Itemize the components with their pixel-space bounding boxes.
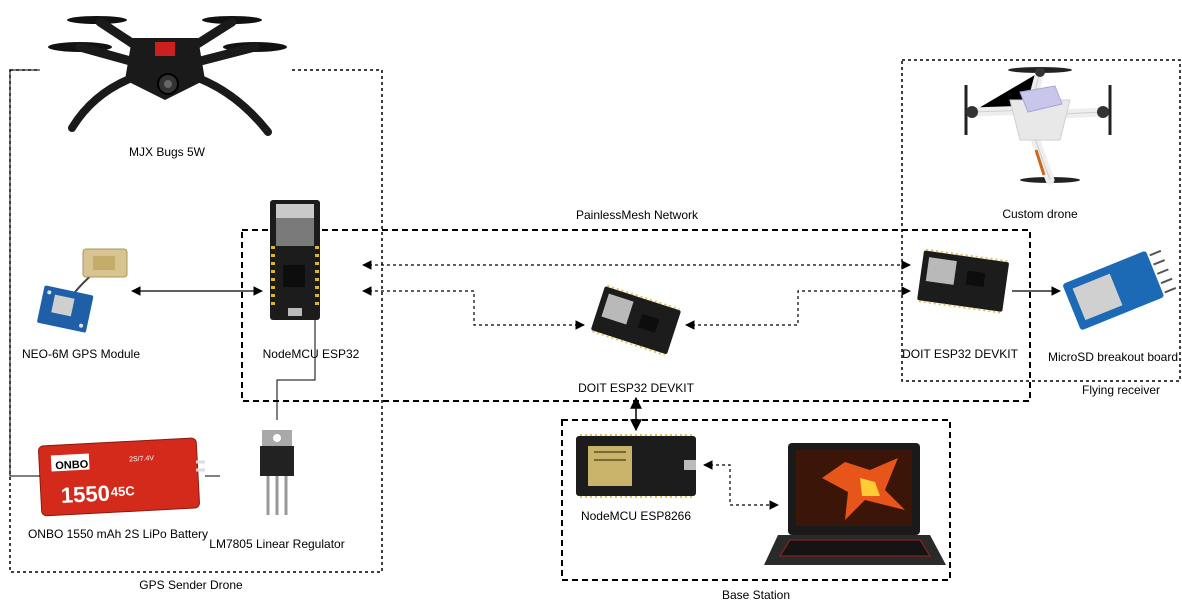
regulator-label: LM7805 Linear Regulator (209, 537, 344, 551)
sender-esp32-label: NodeMCU ESP32 (263, 347, 360, 361)
laptop-image (764, 443, 946, 565)
battery-label: ONBO 1550 mAh 2S LiPo Battery (28, 527, 208, 541)
esp8266-laptop-link (703, 460, 779, 510)
battery-c-rating-text: 45C (110, 483, 135, 499)
mjx-drone-label: MJX Bugs 5W (129, 145, 206, 159)
mesh-devkit-label: DOIT ESP32 DEVKIT (578, 381, 694, 395)
custom-drone-image (964, 67, 1112, 185)
painlessmesh-label: PainlessMesh Network (576, 208, 699, 222)
lipo-battery-image: ONBO 1550 45C 2S/7.4V (38, 437, 205, 517)
mjx-drone-image (48, 16, 287, 136)
esp8266-board-image (576, 434, 696, 498)
esp32-board-image (270, 200, 320, 320)
receiver-devkit-label: DOIT ESP32 DEVKIT (902, 347, 1018, 361)
esp32-board-image (917, 248, 1009, 314)
microsd-board-image (1063, 249, 1177, 330)
flying-receiver-boundary (901, 59, 1181, 382)
base-station-boundary (561, 419, 951, 581)
microsd-label: MicroSD breakout board (1048, 350, 1178, 364)
gps-module-image (37, 248, 128, 333)
mesh-receiver-link (685, 286, 911, 330)
gps-module-label: NEO-6M GPS Module (22, 347, 140, 361)
esp32-board-image (591, 284, 681, 356)
custom-drone-label: Custom drone (1002, 207, 1078, 221)
battery-brand-text: ONBO (55, 459, 89, 473)
flying-receiver-label: Flying receiver (1082, 383, 1160, 397)
voltage-regulator-image (260, 430, 294, 515)
base-station-label: Base Station (722, 588, 790, 602)
base-esp8266-label: NodeMCU ESP8266 (581, 509, 691, 523)
battery-capacity-text: 1550 (60, 480, 110, 508)
sender-mesh-link (362, 286, 585, 330)
battery-power-line (9, 69, 40, 477)
battery-voltage-text: 2S/7.4V (129, 455, 155, 463)
gps-sender-drone-label: GPS Sender Drone (139, 578, 243, 592)
regulator-power-line (276, 320, 316, 420)
